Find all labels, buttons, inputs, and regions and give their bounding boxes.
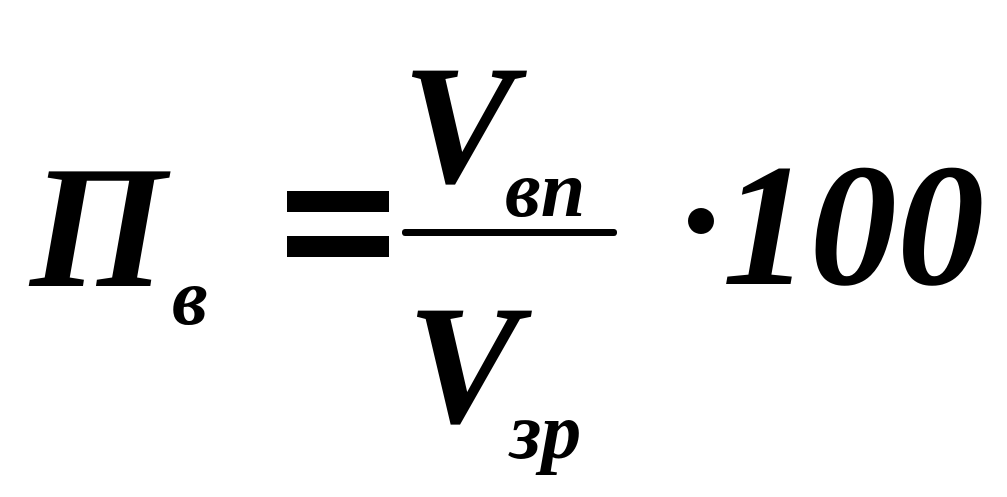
multiplier: 100 — [722, 128, 985, 322]
equals-bar-bottom — [287, 236, 389, 257]
lhs-subscript: в — [172, 254, 208, 342]
lhs-symbol: П — [30, 130, 167, 324]
fraction-line — [402, 229, 617, 236]
denominator-subscript: зр — [510, 388, 582, 476]
numerator-symbol: V — [402, 31, 516, 219]
multiplication-dot — [688, 208, 714, 234]
equals-sign — [287, 191, 389, 257]
denominator-symbol: V — [407, 271, 521, 459]
equals-bar-top — [287, 191, 389, 212]
numerator-subscript: вп — [505, 146, 586, 234]
